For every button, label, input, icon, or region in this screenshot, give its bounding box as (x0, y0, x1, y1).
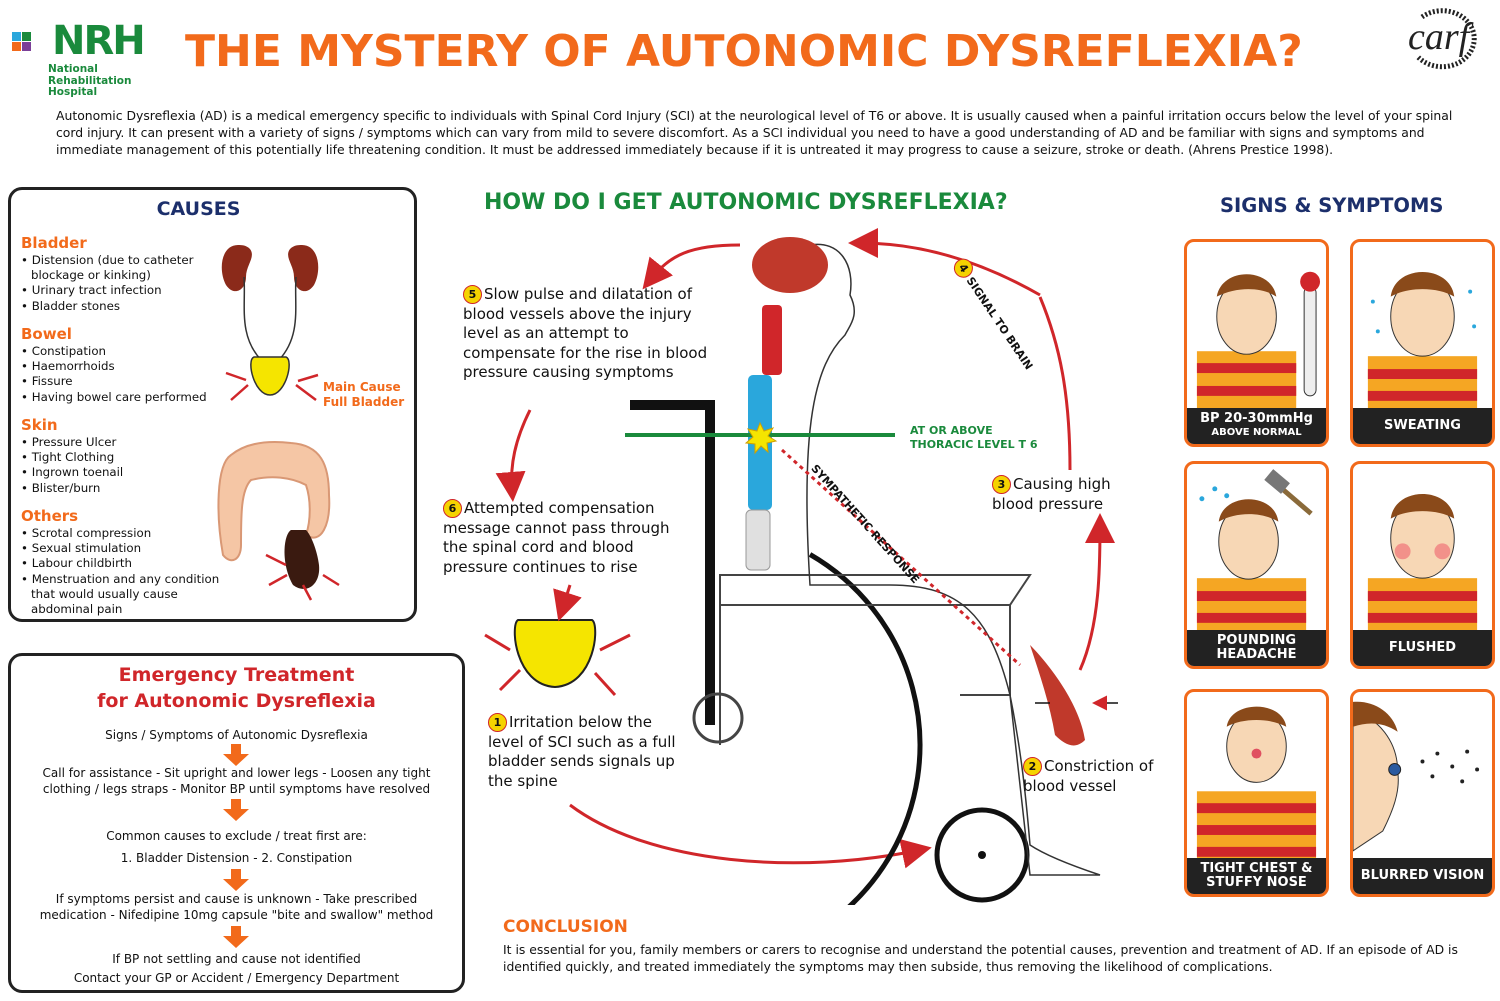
flushed-face-icon (1367, 494, 1478, 633)
tight-chest-face-icon (1196, 706, 1317, 861)
emergency-title: Emergency Treatment for Autonomic Dysref… (97, 664, 376, 712)
emergency-step: If BP not settling and cause not identif… (73, 952, 400, 985)
bowel-heading: Bowel (21, 325, 72, 343)
thoracic-level-label: AT OR ABOVE THORACIC LEVEL T 6 (910, 424, 1038, 451)
others-heading: Others (21, 507, 79, 525)
down-arrow-icon (223, 869, 249, 891)
page-title: THE MYSTERY OF AUTONOMIC DYSREFLEXIA? (185, 26, 1303, 77)
kidney-left-icon (221, 245, 252, 292)
others-list: Scrotal compression Sexual stimulation L… (21, 526, 221, 617)
down-arrow-icon (223, 799, 249, 821)
wheelchair-handle (630, 400, 715, 725)
nrh-mark-icon (12, 32, 31, 51)
logo-text: NRH (52, 18, 146, 64)
bladder-heading: Bladder (21, 234, 87, 252)
sign-label: FLUSHED (1353, 630, 1492, 666)
emergency-step: If symptoms persist and cause is unknown… (39, 892, 434, 922)
bladder-icon (513, 619, 597, 689)
sign-card-sweating: SWEATING (1350, 239, 1495, 447)
sign-card-flushed: FLUSHED (1350, 461, 1495, 669)
skin-list: Pressure Ulcer Tight Clothing Ingrown to… (21, 435, 221, 496)
conclusion-text: It is essential for you, family members … (503, 942, 1458, 974)
emergency-step: Signs / Symptoms of Autonomic Dysreflexi… (105, 728, 368, 742)
how-title: HOW DO I GET AUTONOMIC DYSREFLEXIA? (484, 190, 1008, 215)
sign-label: BLURRED VISION (1353, 858, 1492, 894)
sign-label: SWEATING (1353, 408, 1492, 444)
brain-icon (752, 237, 828, 293)
main-cause-label: Main Cause Full Bladder (323, 380, 405, 409)
arrow-irritation-to-vessel (569, 803, 932, 869)
bladder-icon (250, 356, 290, 396)
sweating-face-icon (1367, 272, 1478, 411)
sign-label: TIGHT CHEST &STUFFY NOSE (1187, 858, 1326, 894)
emergency-treatment-panel: Emergency Treatment for Autonomic Dysref… (8, 653, 465, 993)
causes-title: CAUSES (156, 198, 241, 220)
carf-text: carf (1408, 16, 1470, 58)
arrow-signal-to-brain (848, 228, 1041, 297)
headache-face-icon (1196, 469, 1313, 633)
intro-paragraph: Autonomic Dysreflexia (AD) is a medical … (56, 108, 1453, 157)
sign-card-vision: BLURRED VISION (1350, 689, 1495, 897)
signs-title: SIGNS & SYMPTOMS (1220, 194, 1444, 217)
logo-subtitle: National Rehabilitation Hospital (48, 63, 132, 98)
skin-heading: Skin (21, 416, 58, 434)
down-arrow-icon (223, 926, 249, 948)
conclusion-title: CONCLUSION (503, 917, 628, 937)
blurred-vision-face-icon (1353, 701, 1480, 852)
causes-panel: CAUSES Bladder Distension (due to cathet… (8, 187, 417, 622)
blood-vessel-icon (1030, 645, 1085, 746)
person-outline (806, 243, 1101, 876)
sign-card-chest: TIGHT CHEST &STUFFY NOSE (1184, 689, 1329, 897)
arrow-brain-to-step5 (642, 243, 741, 290)
ad-cycle-diagram (477, 228, 1118, 905)
bp-face-icon (1196, 271, 1321, 411)
urinary-system-illustration (221, 245, 319, 401)
nrh-logo: NRH National Rehabilitation Hospital (8, 18, 158, 100)
emergency-step: Common causes to exclude / treat first a… (106, 829, 367, 865)
bowel-list: Constipation Haemorrhoids Fissure Having… (21, 344, 251, 405)
wheelchair-wheel (477, 522, 923, 905)
injury-star-icon (744, 421, 778, 455)
bladder-list: Distension (due to catheter blockage or … (21, 253, 221, 314)
bowel-illustration (217, 440, 340, 601)
arrow-vessel-to-bp (1078, 513, 1115, 671)
down-arrow-icon (223, 744, 249, 766)
sympathetic-line (780, 448, 1022, 667)
carf-logo: carf (1402, 5, 1492, 70)
carf-ring-icon (1416, 8, 1477, 70)
kidney-right-icon (288, 245, 319, 292)
arrow-step5-to-step6 (495, 409, 532, 502)
emergency-step: Call for assistance - Sit upright and lo… (42, 766, 431, 796)
arrow-bp-to-signal (1038, 296, 1072, 471)
